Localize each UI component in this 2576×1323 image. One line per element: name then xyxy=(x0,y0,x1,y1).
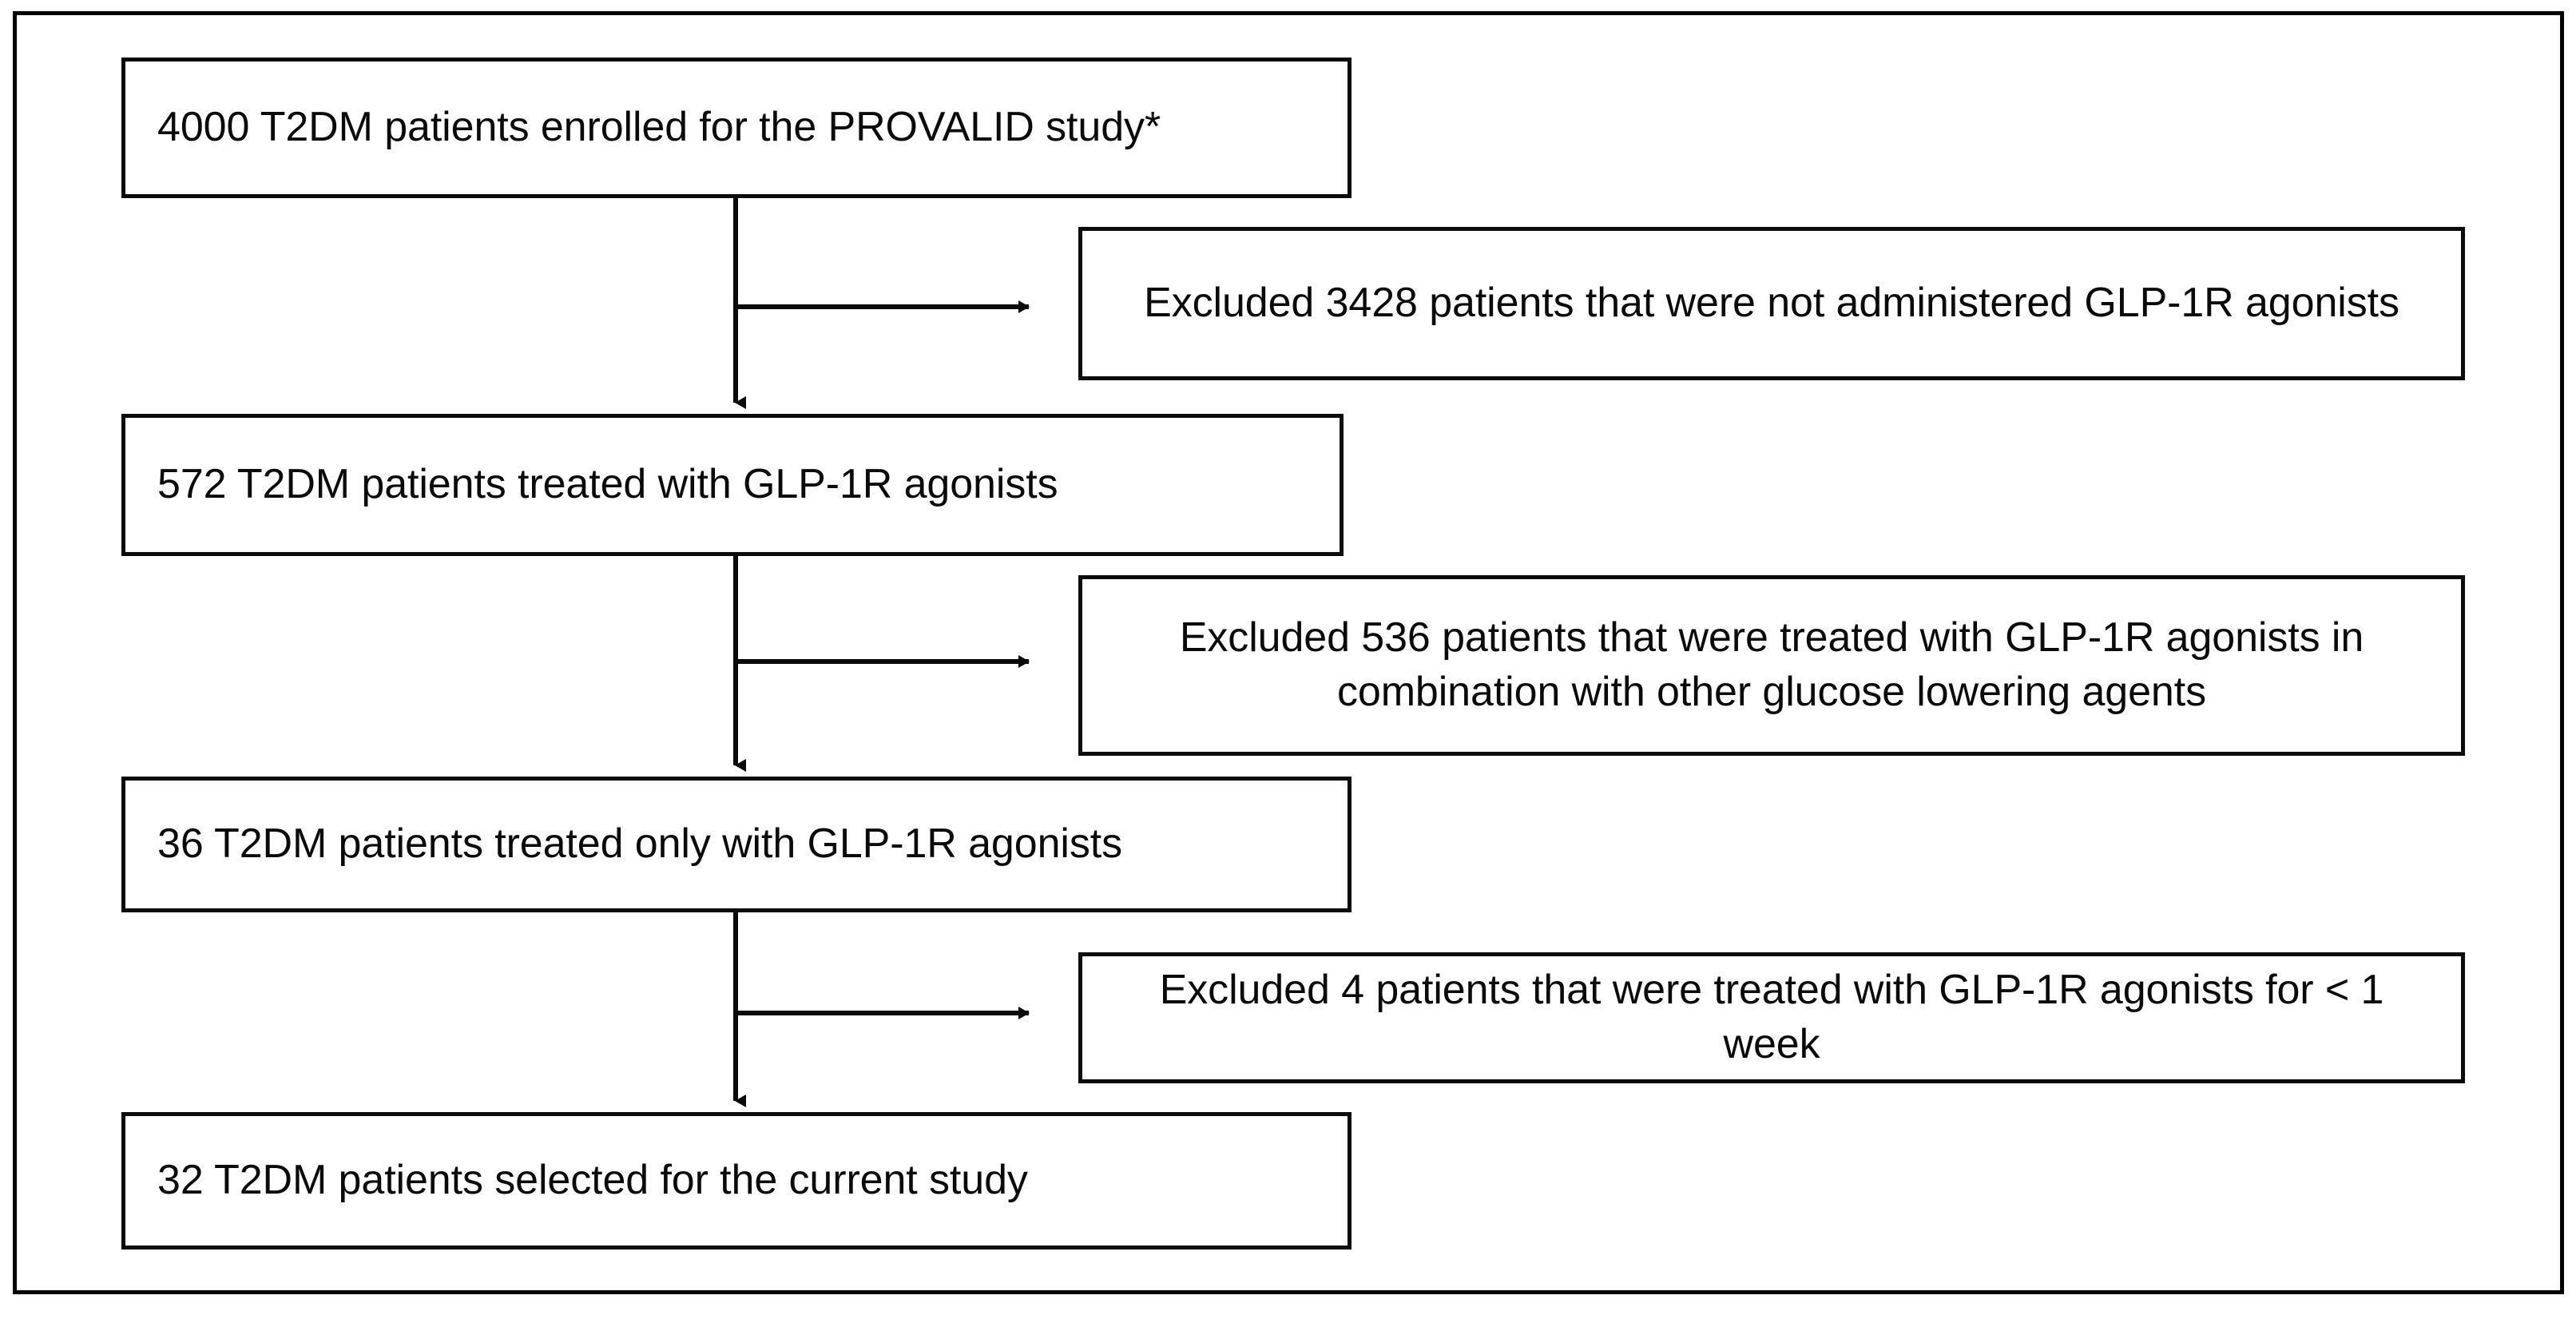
flow-box-treated-only-label: 36 T2DM patients treated only with GLP-1… xyxy=(157,820,1122,868)
exclusion-box-short-duration-label: Excluded 4 patients that were treated wi… xyxy=(1159,967,2395,1067)
flow-box-treated-only: 36 T2DM patients treated only with GLP-1… xyxy=(121,777,1352,912)
flow-box-enrolled-label: 4000 T2DM patients enrolled for the PROV… xyxy=(157,104,1161,151)
exclusion-box-not-administered: Excluded 3428 patients that were not adm… xyxy=(1078,227,2465,380)
exclusion-box-short-duration: Excluded 4 patients that were treated wi… xyxy=(1078,952,2465,1083)
flow-box-treated-label: 572 T2DM patients treated with GLP-1R ag… xyxy=(157,461,1058,508)
flow-box-treated: 572 T2DM patients treated with GLP-1R ag… xyxy=(121,414,1344,556)
flow-box-enrolled: 4000 T2DM patients enrolled for the PROV… xyxy=(121,58,1352,198)
exclusion-box-combination-label: Excluded 536 patients that were treated … xyxy=(1179,614,2376,715)
flow-box-selected-label: 32 T2DM patients selected for the curren… xyxy=(157,1157,1028,1204)
flow-box-selected: 32 T2DM patients selected for the curren… xyxy=(121,1112,1352,1250)
exclusion-box-combination: Excluded 536 patients that were treated … xyxy=(1078,575,2465,756)
exclusion-box-not-administered-label: Excluded 3428 patients that were not adm… xyxy=(1144,280,2399,327)
